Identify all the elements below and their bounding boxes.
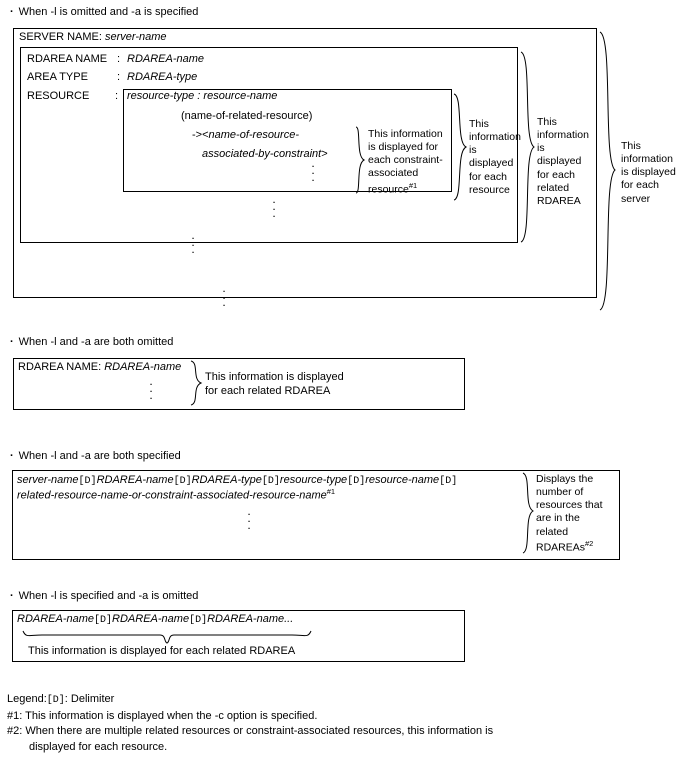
resource-label: RESOURCE xyxy=(27,90,90,102)
legend-note-2: #2: When there are multiple related reso… xyxy=(7,725,494,738)
brace-section-3 xyxy=(522,472,535,554)
brace-server xyxy=(599,31,616,311)
ellipsis-resource: ... xyxy=(272,192,276,220)
ellipsis-server: ... xyxy=(222,281,226,309)
ellipsis-section-3: ... xyxy=(247,504,251,532)
legend-block: Legend:[D]: Delimiter #1: This informati… xyxy=(7,692,493,756)
area-type-label: AREA TYPE xyxy=(27,71,88,83)
resource-box xyxy=(123,89,452,192)
section-4-heading: When -l is specified and -a is omitted xyxy=(10,590,199,603)
brace-constraint xyxy=(355,126,366,194)
annotation-constraint: This information is displayed for each c… xyxy=(368,128,443,195)
brace-resource xyxy=(453,93,468,201)
annotation-related-rdarea: This information is displayed for each r… xyxy=(537,116,589,207)
footnote-ref-1: #1 xyxy=(408,180,418,190)
resource-type-name-line: resource-type : resource-name xyxy=(127,90,278,102)
section-2-box xyxy=(13,358,465,410)
brace-related-rdarea xyxy=(520,51,535,243)
ellipsis-constraint: ... xyxy=(311,156,315,184)
annotation-section-3: Displays the number of resources that ar… xyxy=(536,473,603,554)
angle-bracket-suffix: > xyxy=(321,148,328,160)
rdarea-box xyxy=(20,47,518,243)
name-of-resource-text: name-of-resource- xyxy=(208,129,299,141)
constraint-resource-line-1: -><name-of-resource- xyxy=(192,129,299,142)
annotation-section-4: This information is displayed for each r… xyxy=(28,645,296,657)
footnote-ref-1b: #1 xyxy=(326,487,336,496)
section-3-box xyxy=(12,470,620,560)
legend-delimiter-line: Legend:[D]: Delimiter xyxy=(7,693,115,706)
server-name-line: SERVER NAME: server-name xyxy=(19,31,167,44)
section-3-format-line-1: server-name[D]RDAREA-name[D]RDAREA-type[… xyxy=(17,474,458,487)
area-type-sep: : xyxy=(117,71,121,83)
section-4-box xyxy=(12,610,465,662)
rdarea-name-sep: : xyxy=(117,53,121,65)
section-3-heading: When -l and -a are both specified xyxy=(10,450,181,463)
rdarea-name-label-2: RDAREA NAME: xyxy=(18,361,102,373)
section-1-heading: When -l is omitted and -a is specified xyxy=(10,6,199,19)
related-resource-name-line: (name-of-related-resource) xyxy=(181,110,313,122)
section-4-format-line: RDAREA-name[D]RDAREA-name[D]RDAREA-name.… xyxy=(17,613,294,626)
section-3-format-line-2: related-resource-name-or-constraint-asso… xyxy=(17,487,336,502)
footnote-ref-2: #2 xyxy=(585,538,594,548)
resource-sep: : xyxy=(115,90,119,102)
annotation-section-2: This information is displayed for each r… xyxy=(205,371,344,397)
server-outer-box xyxy=(13,28,597,298)
underbrace-section-4 xyxy=(22,630,312,644)
ellipsis-rdarea: ... xyxy=(191,228,195,256)
legend-note-2-cont: displayed for each resource. xyxy=(29,741,168,754)
legend-note-1: #1: This information is displayed when t… xyxy=(7,709,318,722)
section-2-line: RDAREA NAME: RDAREA-name xyxy=(18,361,181,374)
rdarea-name-value: RDAREA-name xyxy=(127,53,205,65)
brace-section-2 xyxy=(190,360,203,406)
arrow-bracket-prefix: ->< xyxy=(192,129,209,141)
rdarea-name-value-2: RDAREA-name xyxy=(104,361,182,373)
associated-by-constraint-text: associated-by-constraint xyxy=(202,148,322,160)
server-name-label: SERVER NAME: xyxy=(19,31,102,43)
annotation-resource: This information is displayed for each r… xyxy=(469,118,521,196)
area-type-value: RDAREA-type xyxy=(127,71,198,83)
rdarea-name-label: RDAREA NAME xyxy=(27,53,108,65)
constraint-resource-line-2: associated-by-constraint> xyxy=(202,148,328,161)
server-name-value: server-name xyxy=(105,31,167,43)
ellipsis-section-2: ... xyxy=(149,374,153,402)
annotation-server: This information is displayed for each s… xyxy=(621,140,676,205)
section-2-heading: When -l and -a are both omitted xyxy=(10,336,174,349)
